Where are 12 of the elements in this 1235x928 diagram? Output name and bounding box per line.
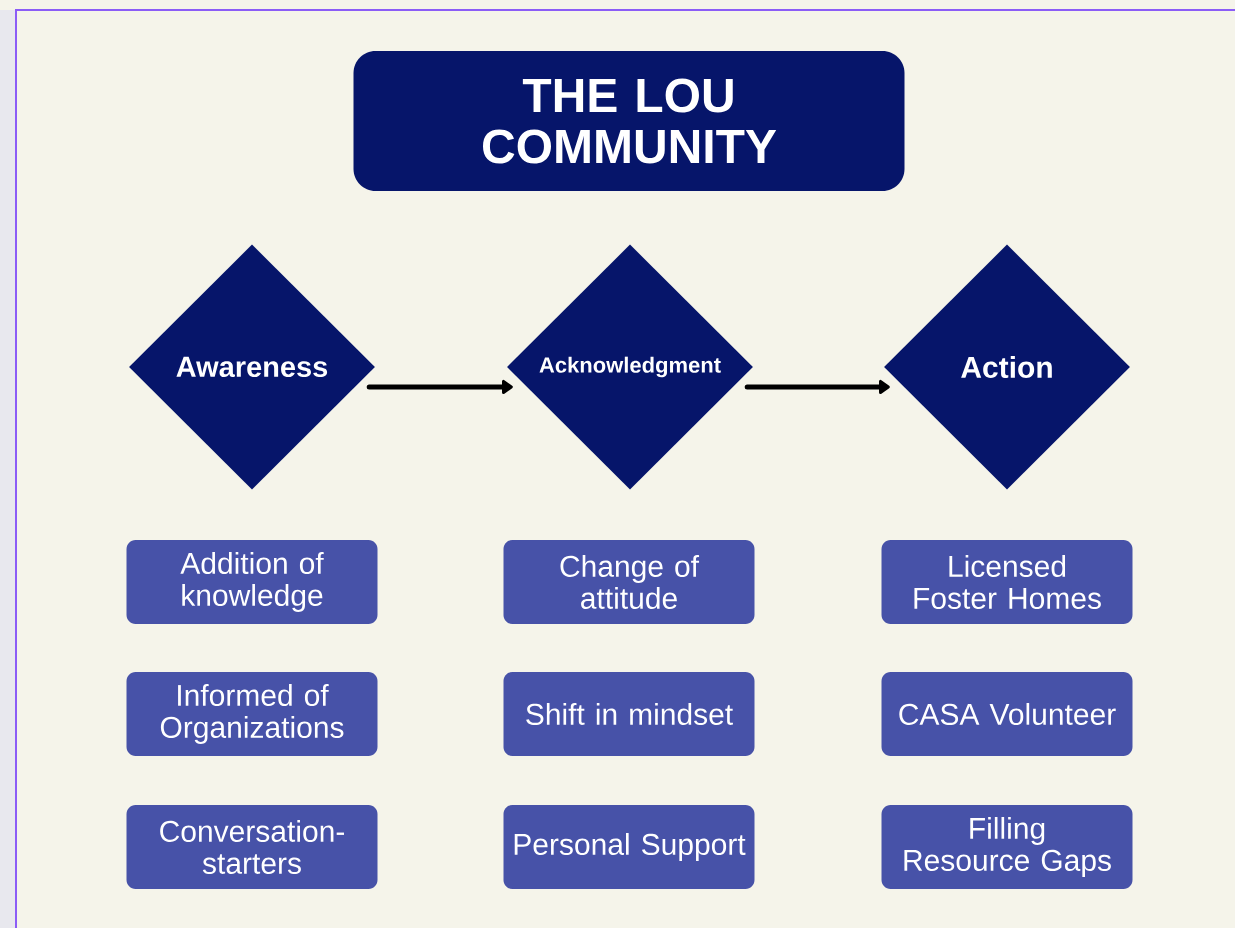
outcome-box: Shift in mindset xyxy=(503,672,755,756)
title-box: THE LOU COMMUNITY xyxy=(353,51,905,191)
outcome-box: Filling Resource Gaps xyxy=(881,805,1133,889)
outcome-box: Licensed Foster Homes xyxy=(881,540,1133,624)
arrow xyxy=(366,379,513,394)
outcome-box: CASA Volunteer xyxy=(881,672,1133,756)
arrow xyxy=(744,379,890,394)
outcome-box: Change of attitude xyxy=(503,540,755,624)
outcome-box: Informed of Organizations xyxy=(126,672,378,756)
outcome-box: Conversation-starters xyxy=(126,805,378,889)
outcome-box: Personal Support xyxy=(503,805,755,889)
outcome-box: Addition of knowledge xyxy=(126,540,378,624)
